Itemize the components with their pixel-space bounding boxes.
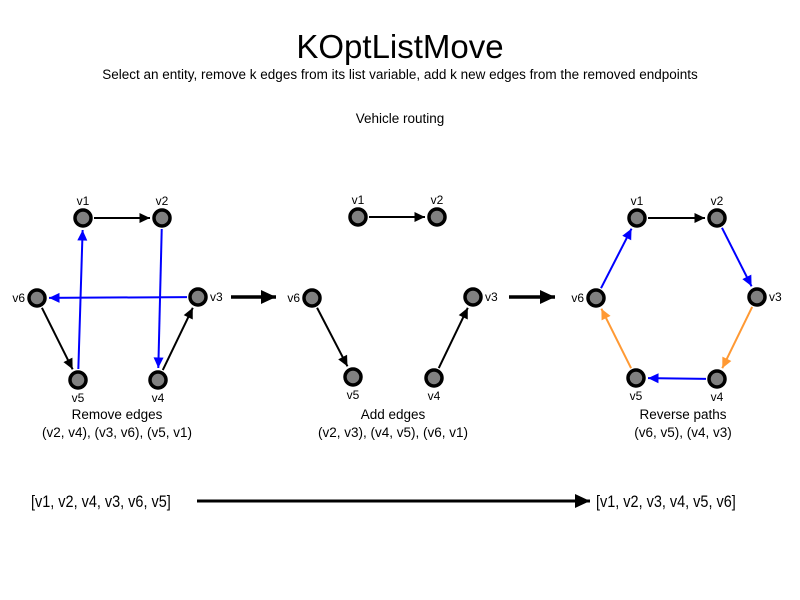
node-remove-edges-v5 [68, 370, 88, 390]
node-label-add-edges-v3: v3 [485, 290, 498, 304]
node-reverse-paths-v6 [586, 288, 606, 308]
node-label-remove-edges-v2: v2 [156, 194, 169, 208]
caption-add-edges-title: Add edges [360, 407, 426, 422]
node-add-edges-v5 [343, 367, 363, 387]
node-label-add-edges-v2: v2 [431, 193, 444, 207]
caption-add-edges: Add edges (v2, v3), (v4, v5), (v6, v1) [233, 406, 553, 442]
node-label-reverse-paths-v2: v2 [711, 194, 724, 208]
page-title: KOptListMove [296, 28, 504, 65]
edge-remove-edges-v4-v3 [161, 307, 194, 371]
node-label-reverse-paths-v6: v6 [571, 291, 584, 305]
edge-add-edges-v6-v5 [316, 307, 349, 367]
page-subtitle: Select an entity, remove k edges from it… [102, 67, 698, 82]
graph-add-edges: v1 v2 v6 v3 v5 v4 [287, 193, 498, 403]
list-after: [v1, v2, v3, v4, v5, v6] [596, 492, 736, 511]
edge-reverse-paths-v4-v5 [647, 373, 707, 384]
node-label-remove-edges-v1: v1 [77, 194, 90, 208]
node-remove-edges-v4 [148, 370, 168, 390]
node-label-remove-edges-v6: v6 [12, 291, 25, 305]
node-remove-edges-v1 [73, 208, 93, 228]
node-label-reverse-paths-v4: v4 [711, 390, 724, 404]
edge-reverse-paths-v2-v3 [721, 227, 753, 287]
edge-remove-edges-v3-v6 [48, 292, 188, 303]
node-label-reverse-paths-v3: v3 [769, 290, 782, 304]
node-add-edges-v3 [463, 287, 483, 307]
node-label-add-edges-v6: v6 [287, 291, 300, 305]
edge-reverse-paths-v5-v6 [600, 308, 632, 369]
node-add-edges-v1 [348, 207, 368, 227]
graph-remove-edges: v1 v2 v6 v3 v5 v4 [12, 194, 223, 405]
edge-remove-edges-v2-v4 [153, 228, 164, 369]
caption-reverse-paths-detail: (v6, v5), (v4, v3) [634, 425, 732, 440]
edge-remove-edges-v5-v1 [77, 229, 88, 370]
caption-remove-edges-detail: (v2, v4), (v3, v6), (v5, v1) [41, 425, 193, 440]
node-label-add-edges-v4: v4 [428, 389, 441, 403]
node-reverse-paths-v4 [707, 369, 727, 389]
node-label-remove-edges-v3: v3 [210, 290, 223, 304]
node-label-add-edges-v1: v1 [352, 193, 365, 207]
list-before: [v1, v2, v4, v3, v6, v5] [31, 492, 171, 511]
caption-add-edges-detail: (v2, v3), (v4, v5), (v6, v1) [317, 425, 469, 440]
edge-add-edges-v4-v3 [437, 307, 469, 369]
context-label: Vehicle routing [355, 111, 445, 126]
node-reverse-paths-v3 [747, 287, 767, 307]
graph-reverse-paths: v1 v2 v6 v3 v5 v4 [571, 194, 782, 404]
node-add-edges-v6 [302, 288, 322, 308]
node-remove-edges-v6 [27, 288, 47, 308]
edge-reverse-paths-v6-v1 [600, 228, 633, 289]
edge-remove-edges-v6-v5 [41, 307, 74, 370]
node-label-reverse-paths-v5: v5 [630, 389, 643, 403]
caption-remove-edges-title: Remove edges [71, 407, 163, 422]
node-reverse-paths-v1 [627, 208, 647, 228]
node-remove-edges-v3 [188, 287, 208, 307]
caption-reverse-paths-title: Reverse paths [639, 407, 727, 422]
caption-remove-edges: Remove edges (v2, v4), (v3, v6), (v5, v1… [0, 406, 277, 442]
node-label-remove-edges-v5: v5 [72, 391, 85, 405]
node-add-edges-v4 [424, 368, 444, 388]
node-reverse-paths-v5 [626, 368, 646, 388]
edge-reverse-paths-v3-v4 [721, 306, 754, 369]
node-reverse-paths-v2 [707, 208, 727, 228]
node-remove-edges-v2 [152, 208, 172, 228]
node-label-add-edges-v5: v5 [347, 388, 360, 402]
caption-reverse-paths: Reverse paths (v6, v5), (v4, v3) [523, 406, 800, 442]
node-label-remove-edges-v4: v4 [152, 391, 165, 405]
node-add-edges-v2 [427, 207, 447, 227]
node-label-reverse-paths-v1: v1 [631, 194, 644, 208]
